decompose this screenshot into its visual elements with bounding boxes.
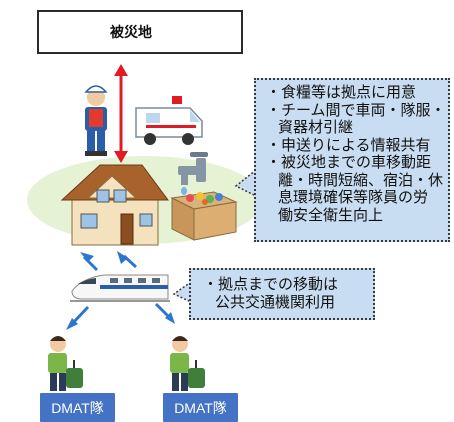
train-icon <box>70 274 170 302</box>
house-icon <box>60 164 169 246</box>
disaster-area-label: 被災地 <box>110 25 152 41</box>
callout-line: 資器材引継 <box>278 118 354 136</box>
callout-line: ・食糧等は拠点に用意 <box>266 83 417 101</box>
traveler-icon <box>48 336 83 391</box>
callout-line: ・被災地までの車移動距 <box>266 153 432 171</box>
callout-line: ・チーム間で車両・隊服・ <box>266 100 446 119</box>
move-info-callout: ・拠点までの移動は 公共交通機関利用 <box>189 268 375 320</box>
disaster-area-box: 被災地 <box>37 10 243 54</box>
callout-line: 息環境確保等隊員の労 <box>278 188 429 206</box>
base-info-callout: ・食糧等は拠点に用意 ・チーム間で車両・隊服・ 資器材引継 ・申送りによる情報共… <box>254 78 450 242</box>
dmat-team-label: DMAT隊 <box>40 393 115 422</box>
callout-line: ・拠点までの移動は <box>203 275 339 293</box>
callout-line: ・申送りによる情報共有 <box>266 135 431 154</box>
callout-line: 公共交通機関利用 <box>215 292 336 311</box>
blue-arrows <box>66 251 175 330</box>
ambulance-icon <box>135 96 203 145</box>
callout-line: 離・時間短縮、宿泊・休 <box>278 170 444 189</box>
dmat-team-label: DMAT隊 <box>163 393 238 422</box>
traveler-icon <box>170 336 205 391</box>
red-double-arrow <box>114 64 128 163</box>
rescuer-icon <box>84 85 108 156</box>
callout-line: 働安全衛生向上 <box>278 205 384 224</box>
supplies-box-icon <box>170 191 238 241</box>
faucet-icon <box>178 152 208 195</box>
